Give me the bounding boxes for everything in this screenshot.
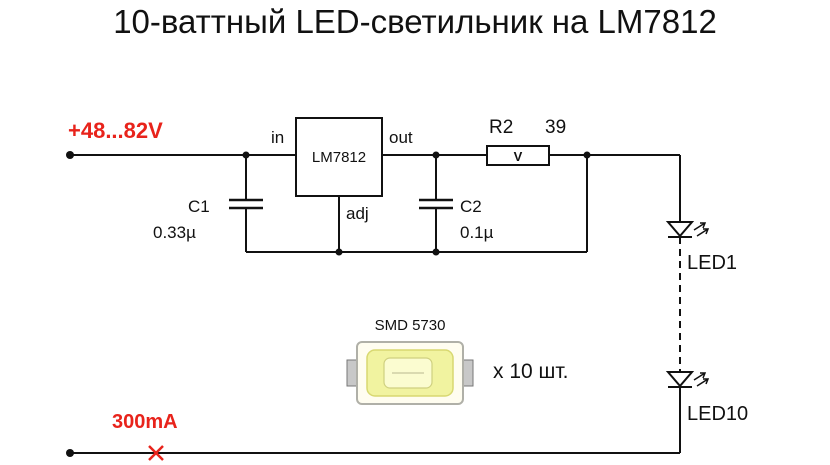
- c2-ref: C2: [460, 197, 482, 216]
- diagram-title: 10-ваттный LED-светильник на LM7812: [113, 3, 717, 40]
- junction-dot: [432, 248, 440, 256]
- regulator-pin-adj: adj: [346, 204, 369, 223]
- regulator-block: [295, 117, 383, 197]
- junction-dot: [335, 248, 343, 256]
- c2-value: 0.1µ: [460, 223, 494, 242]
- regulator-name: LM7812: [312, 149, 366, 166]
- r2-symbol: V: [514, 149, 523, 164]
- r2-value: 39: [545, 117, 566, 138]
- smd-label: SMD 5730: [375, 317, 446, 334]
- led10-emission-arrows: [693, 372, 710, 387]
- smd-count: x 10 шт.: [493, 360, 569, 383]
- led10-label: LED10: [687, 403, 748, 425]
- c1-value: 0.33µ: [153, 223, 196, 242]
- r2-ref: R2: [489, 117, 513, 138]
- current-label: 300mA: [112, 411, 178, 433]
- regulator-pin-in: in: [271, 128, 284, 147]
- smd-led-icon: [346, 341, 474, 405]
- regulator-pin-out: out: [389, 128, 413, 147]
- led10-diode: [665, 371, 695, 388]
- ground-terminal: [66, 449, 74, 457]
- input-voltage-label: +48...82V: [68, 118, 163, 143]
- led1-diode: [665, 221, 695, 238]
- led1-emission-arrows: [693, 222, 710, 237]
- c1-ref: C1: [188, 197, 210, 216]
- cross-marker-icon: [148, 445, 164, 461]
- led1-label: LED1: [687, 252, 737, 274]
